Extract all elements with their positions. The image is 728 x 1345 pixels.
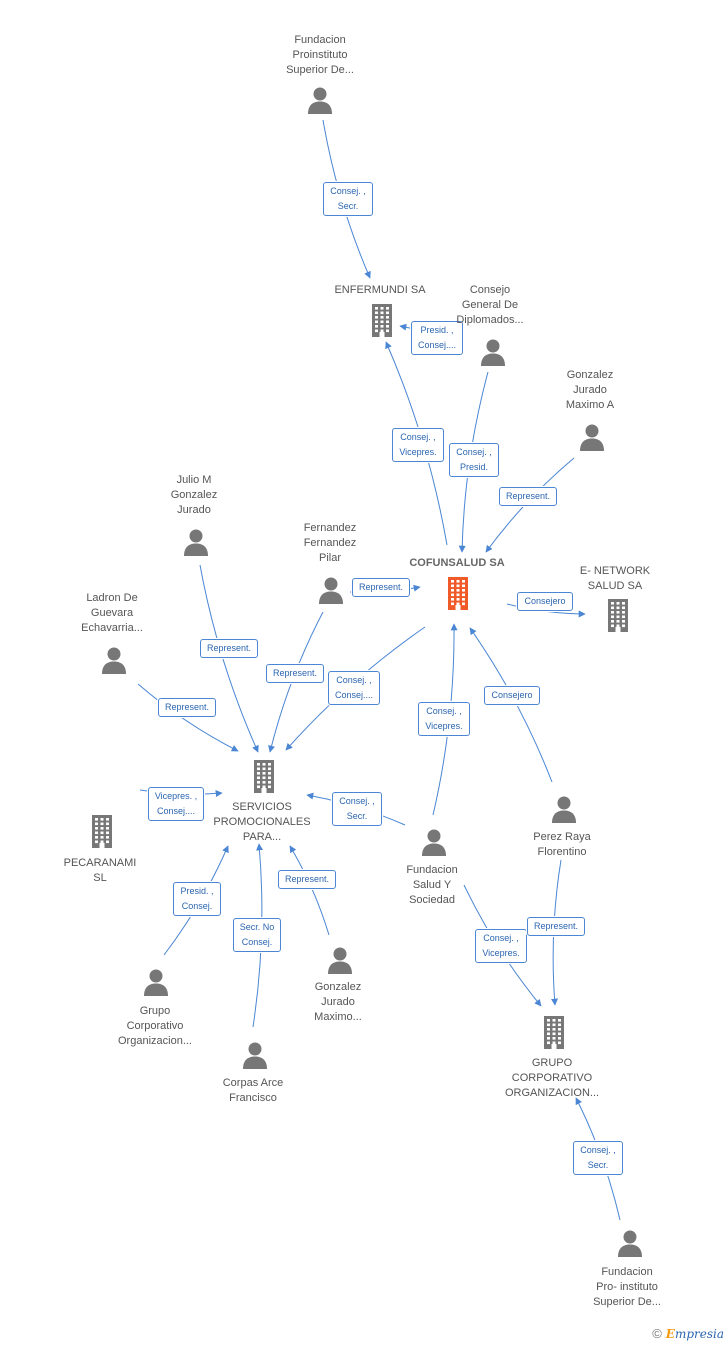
edge-label-cofunsalud-to-enfermundi[interactable]: Consej. , Vicepres. [392,428,444,462]
node-label-text: Gonzalez Jurado Maximo A [565,369,615,411]
node-label-consejo-general[interactable]: Consejo General De Diplomados... [456,283,523,328]
edge-label-perez-raya-to-cofunsalud[interactable]: Consejero [484,685,540,705]
grupo-corp-person-person-icon[interactable] [142,968,170,996]
node-label-enfermundi[interactable]: ENFERMUNDI SA [334,283,425,298]
edge-ladron-to-servicios [137,683,239,752]
edge-label-fundacion-salud-to-servicios[interactable]: Consej. , Secr. [332,792,382,826]
fundacion-proinstituto-1-person-icon[interactable] [306,86,334,114]
node-label-text: Gonzalez Jurado Maximo... [314,981,362,1023]
edge-label-ladron-to-servicios[interactable]: Represent. [157,697,217,717]
fundacion-proinstituto-2-person-icon[interactable] [616,1229,644,1257]
edge-label-pecaranami-to-servicios[interactable]: Vicepres. , Consej.... [147,787,205,821]
node-label-fernandez[interactable]: Fernandez Fernandez Pilar [304,521,357,566]
node-label-text: Fundacion Proinstituto Superior De... [286,34,354,76]
ladron-person-icon[interactable] [100,646,128,674]
node-label-text: Fundacion Pro- instituto Superior De... [593,1266,661,1308]
node-label-fundacion-salud[interactable]: Fundacion Salud Y Sociedad [406,863,457,908]
edge-label-cofunsalud-to-e-network[interactable]: Consejero [517,591,573,611]
edge-label-gonzalez-jurado-a-to-cofunsalud[interactable]: Represent. [498,486,558,506]
edge-label-julio-m-to-servicios[interactable]: Represent. [199,638,259,658]
node-label-grupo-corp-person[interactable]: Grupo Corporativo Organizacion... [118,1004,192,1049]
node-label-text: E- NETWORK SALUD SA [579,565,651,592]
empresia-logo: Empresia [666,1327,724,1341]
julio-m-person-icon[interactable] [182,528,210,556]
edge-perez-raya-to-cofunsalud [469,627,553,783]
node-label-text: Perez Raya Florentino [533,831,591,858]
consejo-general-person-icon[interactable] [479,338,507,366]
node-label-text: SERVICIOS PROMOCIONALES PARA... [213,801,311,843]
corpas-person-icon[interactable] [241,1041,269,1069]
edge-label-fundacion-proinstituto-1-to-enfermundi[interactable]: Consej. , Secr. [323,182,373,216]
node-label-text: Fernandez Fernandez Pilar [303,522,357,564]
node-label-text: Corpas Arce Francisco [222,1077,284,1104]
grupo-corp-company-building-icon[interactable] [539,1015,569,1049]
node-label-gonzalez-jurado-a[interactable]: Gonzalez Jurado Maximo A [566,368,614,413]
copyright-symbol: © [652,1326,662,1341]
node-label-grupo-corp-company[interactable]: GRUPO CORPORATIVO ORGANIZACION... [505,1056,599,1101]
node-label-gonzalez-jurado-m[interactable]: Gonzalez Jurado Maximo... [314,980,362,1025]
node-label-e-network[interactable]: E- NETWORK SALUD SA [580,564,650,594]
edge-label-fundacion-salud-to-grupo-corp-company[interactable]: Consej. , Vicepres. [475,929,527,963]
node-label-text: Julio M Gonzalez Jurado [170,474,218,516]
edge-label-fernandez-to-cofunsalud[interactable]: Represent. [351,577,411,597]
edge-label-consejo-general-to-cofunsalud[interactable]: Consej. , Presid. [449,443,499,477]
edge-label-fundacion-proinstituto-2-to-grupo-corp-company[interactable]: Consej. , Secr. [573,1141,623,1175]
fundacion-salud-person-icon[interactable] [420,828,448,856]
node-label-fundacion-proinstituto-2[interactable]: Fundacion Pro- instituto Superior De... [593,1265,661,1310]
edge-label-cofunsalud-to-servicios[interactable]: Consej. , Consej.... [327,671,381,705]
node-label-text: COFUNSALUD SA [409,557,505,569]
node-label-pecaranami[interactable]: PECARANAMI SL [64,856,137,886]
node-label-text: ENFERMUNDI SA [334,284,426,296]
node-label-servicios[interactable]: SERVICIOS PROMOCIONALES PARA... [213,800,310,845]
node-label-text: Grupo Corporativo Organizacion... [118,1005,192,1047]
edge-label-consejo-general-to-enfermundi[interactable]: Presid. , Consej.... [410,321,464,355]
logo-text: mpresia [674,1326,724,1341]
gonzalez-jurado-m-person-icon[interactable] [326,946,354,974]
node-label-text: Fundacion Salud Y Sociedad [406,864,458,906]
brand-footer[interactable]: © Empresia [652,1326,724,1341]
logo-initial: E [665,1326,675,1341]
cofunsalud-building-icon[interactable] [443,576,473,610]
gonzalez-jurado-a-person-icon[interactable] [578,423,606,451]
edge-label-gonzalez-jurado-m-to-servicios[interactable]: Represent. [277,869,337,889]
node-label-perez-raya[interactable]: Perez Raya Florentino [533,830,590,860]
edge-label-grupo-corp-person-to-servicios[interactable]: Presid. , Consej. [173,882,221,916]
node-label-julio-m[interactable]: Julio M Gonzalez Jurado [171,473,217,518]
node-label-text: Consejo General De Diplomados... [456,284,524,326]
edge-julio-m-to-servicios [199,564,259,753]
edge-label-perez-raya-to-grupo-corp-company[interactable]: Represent. [526,916,586,936]
node-label-fundacion-proinstituto-1[interactable]: Fundacion Proinstituto Superior De... [286,33,354,78]
edge-label-corpas-to-servicios[interactable]: Secr. No Consej. [232,918,282,952]
node-label-text: PECARANAMI SL [63,857,137,884]
enfermundi-building-icon[interactable] [367,303,397,337]
node-label-cofunsalud[interactable]: COFUNSALUD SA [409,556,504,571]
pecaranami-building-icon[interactable] [87,814,117,848]
e-network-building-icon[interactable] [603,598,633,632]
servicios-building-icon[interactable] [249,759,279,793]
edge-label-fundacion-salud-to-cofunsalud[interactable]: Consej. , Vicepres. [418,702,470,736]
perez-raya-person-icon[interactable] [550,795,578,823]
edge-cofunsalud-to-e-network [506,603,586,618]
node-label-corpas[interactable]: Corpas Arce Francisco [223,1076,284,1106]
node-label-ladron[interactable]: Ladron De Guevara Echavarria... [81,591,143,636]
edge-gonzalez-jurado-m-to-servicios [289,845,330,936]
node-label-text: GRUPO CORPORATIVO ORGANIZACION... [504,1057,600,1099]
fernandez-person-icon[interactable] [317,576,345,604]
node-label-text: Ladron De Guevara Echavarria... [81,592,143,634]
edge-label-fernandez-to-servicios[interactable]: Represent. [265,663,325,683]
